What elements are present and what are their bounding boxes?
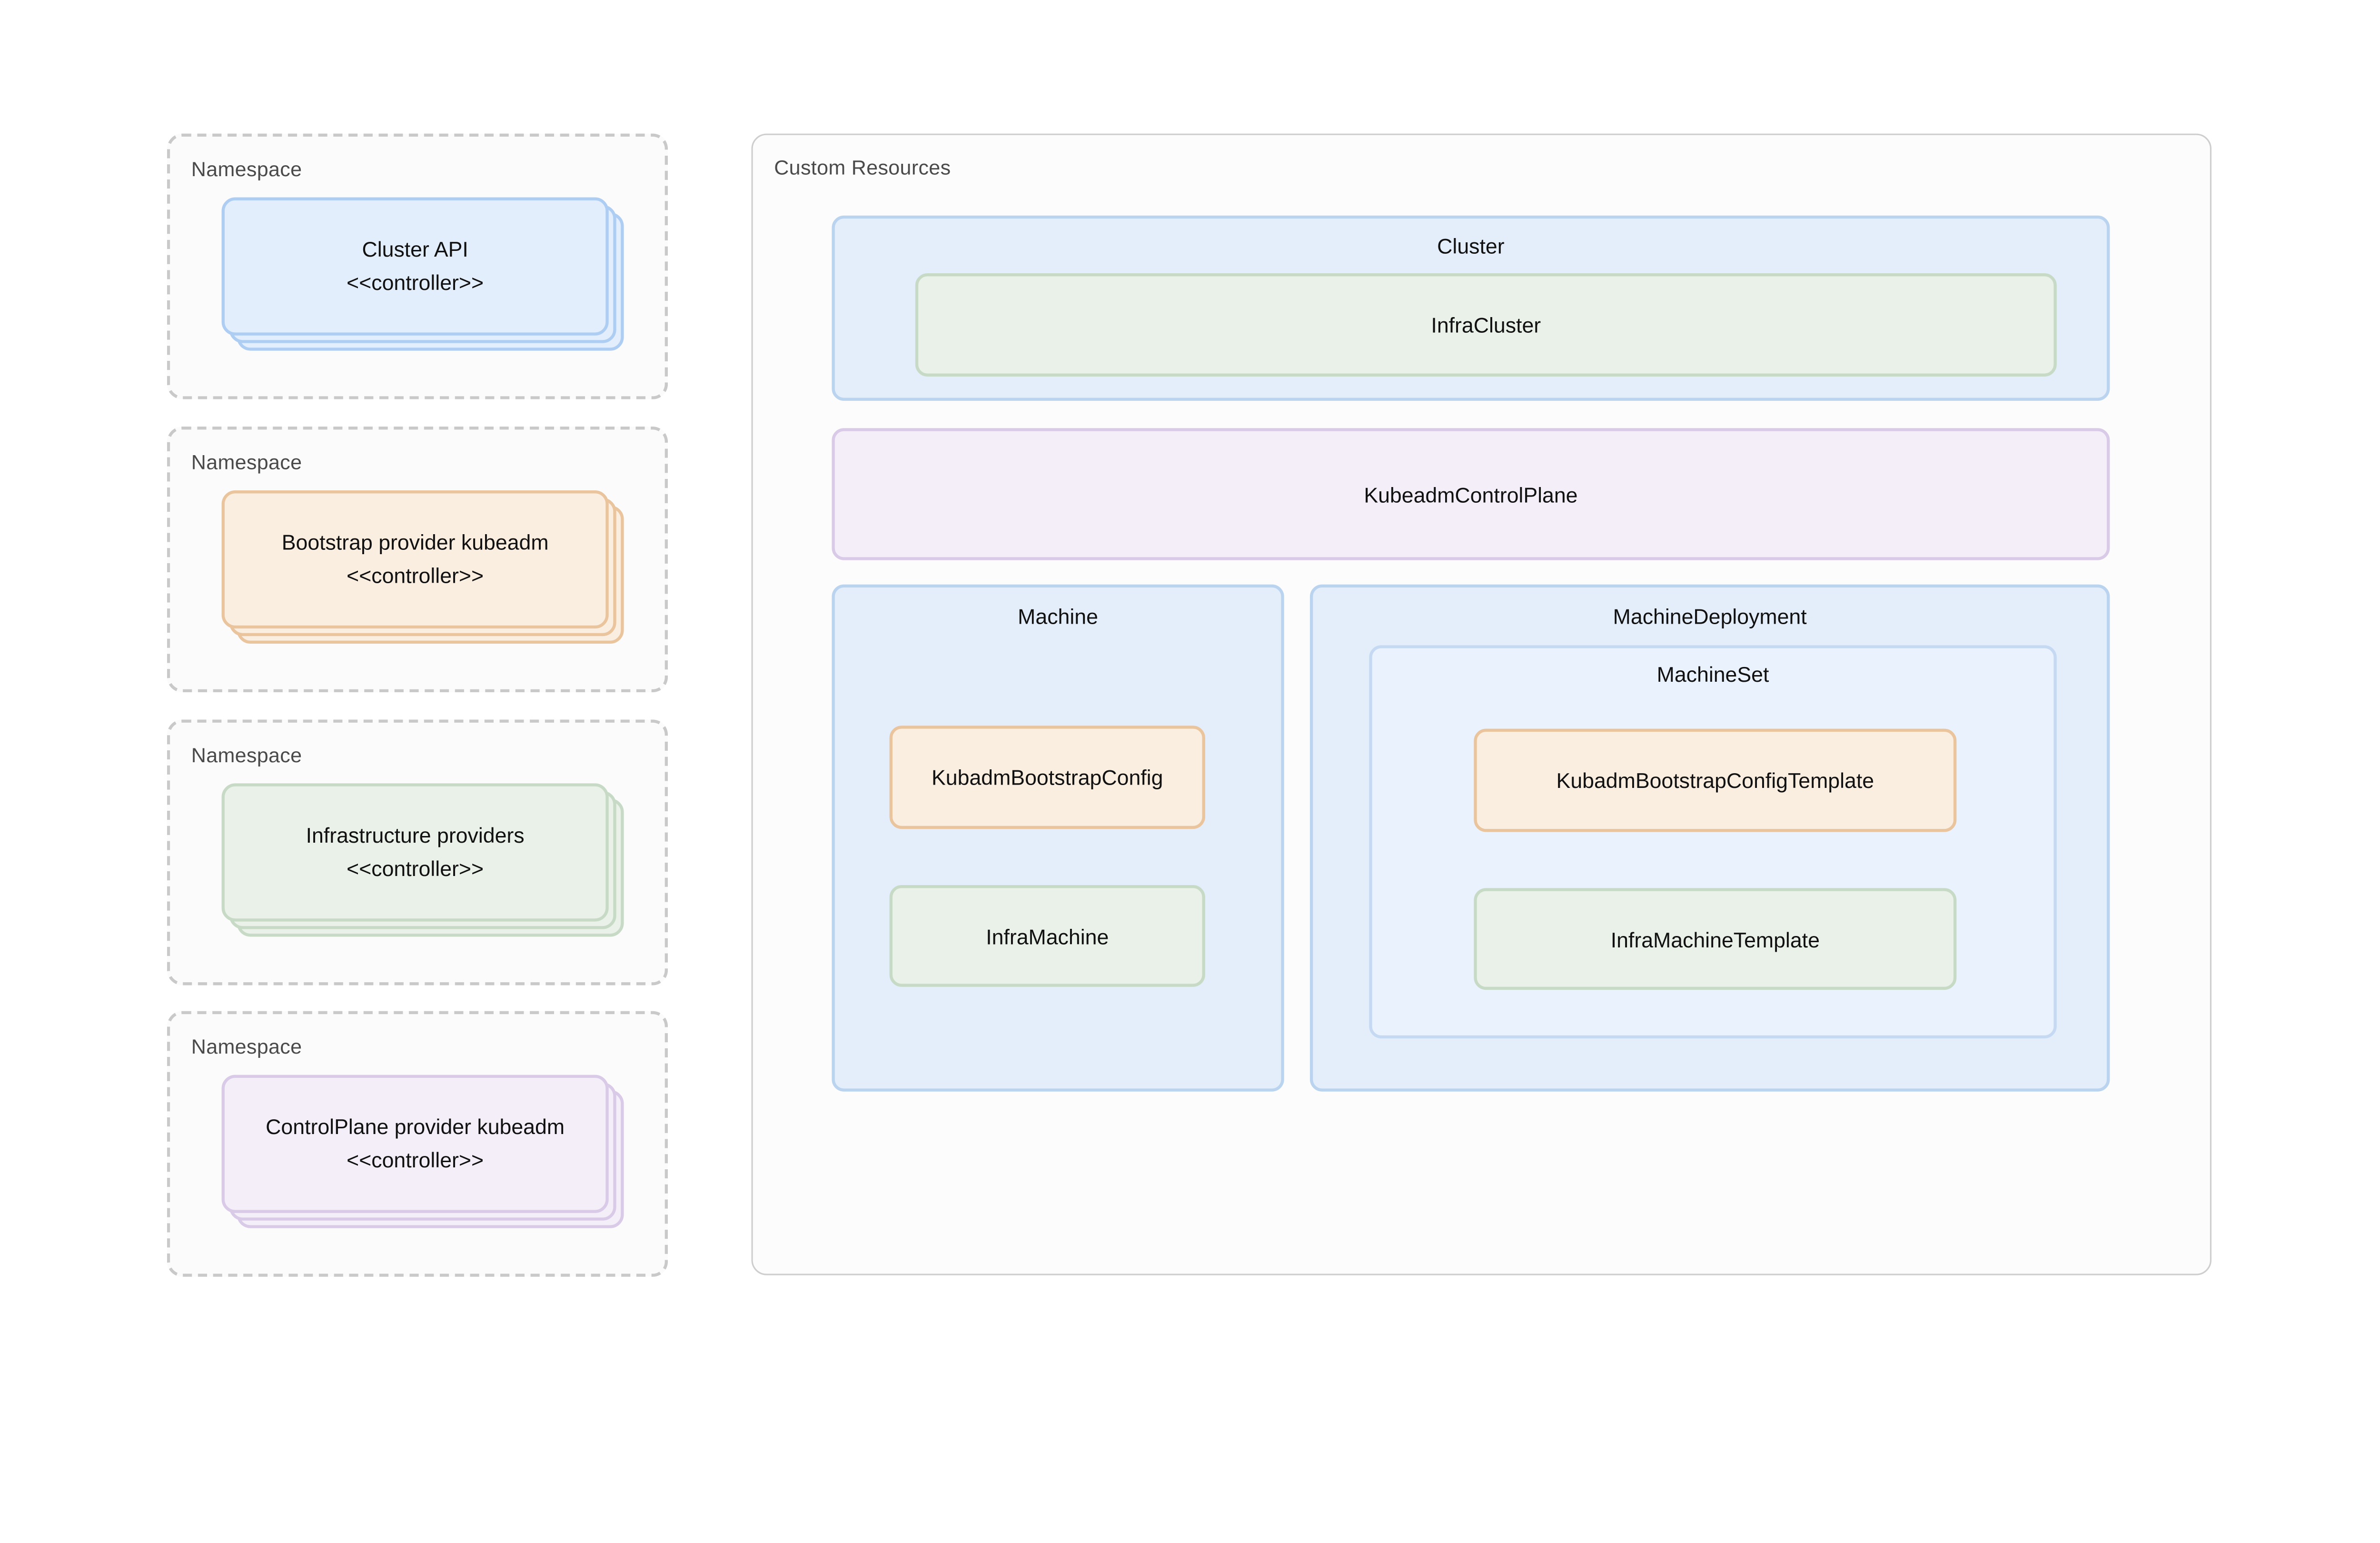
controller-card-infrastructure-providers: Infrastructure providers <<controller>>	[221, 783, 624, 937]
controller-card-controlplane-provider: ControlPlane provider kubeadm <<controll…	[221, 1075, 624, 1228]
card-title: Bootstrap provider kubeadm	[281, 530, 549, 555]
namespace-label: Namespace	[191, 744, 302, 767]
machine-set-title: MachineSet	[1656, 662, 1769, 687]
card-stereotype: <<controller>>	[347, 855, 484, 880]
card-stereotype: <<controller>>	[347, 269, 484, 294]
controller-card-face: Cluster API <<controller>>	[221, 197, 609, 336]
namespace-label: Namespace	[191, 158, 302, 181]
infra-cluster-box: InfraCluster	[915, 273, 2057, 377]
card-stereotype: <<controller>>	[347, 1147, 484, 1172]
card-title: Cluster API	[362, 237, 468, 261]
kubadm-bootstrap-config-box: KubadmBootstrapConfig	[889, 726, 1205, 829]
controller-card-face: ControlPlane provider kubeadm <<controll…	[221, 1075, 609, 1213]
machine-deployment-title: MachineDeployment	[1613, 604, 1807, 629]
machine-title: Machine	[1018, 604, 1098, 629]
cluster-title: Cluster	[1437, 234, 1505, 259]
kubeadm-control-plane-box: KubeadmControlPlane	[832, 428, 2110, 560]
namespace-box-controlplane-provider: Namespace ControlPlane provider kubeadm …	[167, 1011, 668, 1277]
namespace-label: Namespace	[191, 1035, 302, 1058]
machine-set-box: MachineSet KubadmBootstrapConfigTemplate…	[1369, 645, 2057, 1039]
kubadm-bootstrap-config-template-box: KubadmBootstrapConfigTemplate	[1474, 728, 1957, 832]
controller-card-cluster-api: Cluster API <<controller>>	[221, 197, 624, 351]
machine-deployment-box: MachineDeployment MachineSet KubadmBoots…	[1309, 584, 2110, 1092]
custom-resources-panel: Custom Resources Cluster InfraCluster Ku…	[751, 133, 2212, 1275]
namespace-label: Namespace	[191, 451, 302, 474]
controller-card-face: Bootstrap provider kubeadm <<controller>…	[221, 490, 609, 629]
controller-card-face: Infrastructure providers <<controller>>	[221, 783, 609, 922]
card-title: Infrastructure providers	[306, 823, 525, 847]
namespace-box-cluster-api: Namespace Cluster API <<controller>>	[167, 133, 668, 399]
infra-machine-box: InfraMachine	[889, 885, 1205, 987]
machine-box: Machine KubadmBootstrapConfig InfraMachi…	[832, 584, 1284, 1092]
namespace-box-infrastructure-providers: Namespace Infrastructure providers <<con…	[167, 719, 668, 986]
namespace-box-bootstrap-provider: Namespace Bootstrap provider kubeadm <<c…	[167, 427, 668, 693]
infra-machine-template-box: InfraMachineTemplate	[1474, 888, 1957, 990]
card-stereotype: <<controller>>	[347, 562, 484, 587]
card-title: ControlPlane provider kubeadm	[266, 1114, 565, 1139]
diagram-canvas: Namespace Cluster API <<controller>> Nam…	[167, 133, 2212, 1277]
cluster-box: Cluster InfraCluster	[832, 215, 2110, 401]
custom-resources-label: Custom Resources	[774, 156, 951, 179]
controller-card-bootstrap-provider: Bootstrap provider kubeadm <<controller>…	[221, 490, 624, 644]
